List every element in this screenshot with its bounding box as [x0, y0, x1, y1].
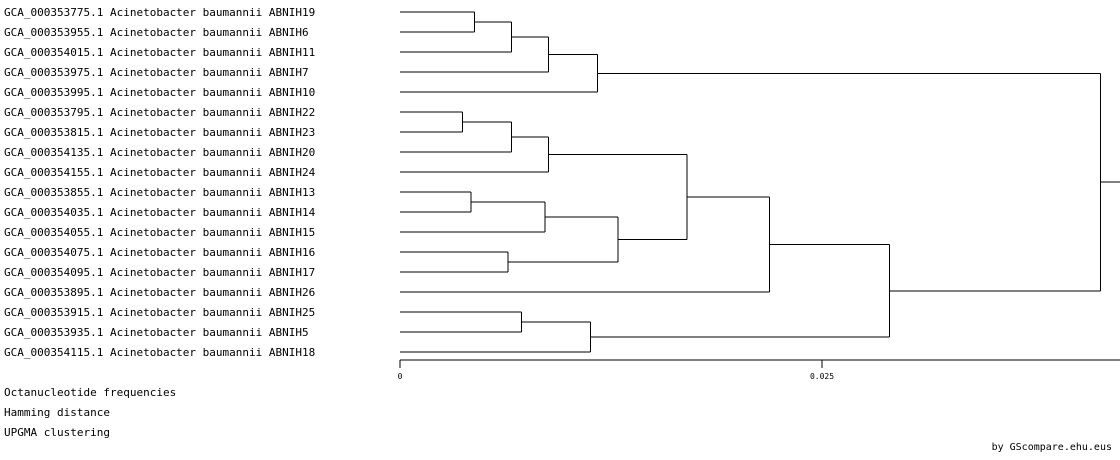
axis-tick-label: 0 [398, 372, 403, 381]
leaf-label: GCA_000354095.1 Acinetobacter baumannii … [4, 266, 315, 279]
method-info-line: UPGMA clustering [4, 426, 110, 439]
credit-text: by GScompare.ehu.eus [992, 442, 1112, 453]
leaf-label: GCA_000353995.1 Acinetobacter baumannii … [4, 86, 315, 99]
leaf-label: GCA_000353935.1 Acinetobacter baumannii … [4, 326, 309, 339]
leaf-label: GCA_000353815.1 Acinetobacter baumannii … [4, 126, 315, 139]
leaf-label: GCA_000353955.1 Acinetobacter baumannii … [4, 26, 309, 39]
leaf-label: GCA_000353975.1 Acinetobacter baumannii … [4, 66, 309, 79]
leaf-label: GCA_000354135.1 Acinetobacter baumannii … [4, 146, 315, 159]
leaf-label: GCA_000353895.1 Acinetobacter baumannii … [4, 286, 315, 299]
leaf-label: GCA_000354015.1 Acinetobacter baumannii … [4, 46, 315, 59]
tree-branches [400, 11, 1120, 353]
leaf-label: GCA_000354035.1 Acinetobacter baumannii … [4, 206, 316, 219]
leaf-label: GCA_000353795.1 Acinetobacter baumannii … [4, 106, 315, 119]
leaf-label: GCA_000354055.1 Acinetobacter baumannii … [4, 226, 315, 239]
leaf-label: GCA_000354115.1 Acinetobacter baumannii … [4, 346, 315, 359]
leaf-label: GCA_000353775.1 Acinetobacter baumannii … [4, 6, 315, 19]
leaf-label: GCA_000354075.1 Acinetobacter baumannii … [4, 246, 315, 259]
axis-tick-label: 0.025 [810, 372, 834, 381]
method-info-line: Hamming distance [4, 406, 110, 419]
leaf-label: GCA_000353915.1 Acinetobacter baumannii … [4, 306, 315, 319]
method-info-line: Octanucleotide frequencies [4, 386, 176, 399]
distance-axis: 0 0.025 [398, 359, 1120, 381]
leaf-label: GCA_000353855.1 Acinetobacter baumannii … [4, 186, 315, 199]
leaf-labels: GCA_000353775.1 Acinetobacter baumannii … [4, 6, 316, 359]
leaf-label: GCA_000354155.1 Acinetobacter baumannii … [4, 166, 316, 179]
